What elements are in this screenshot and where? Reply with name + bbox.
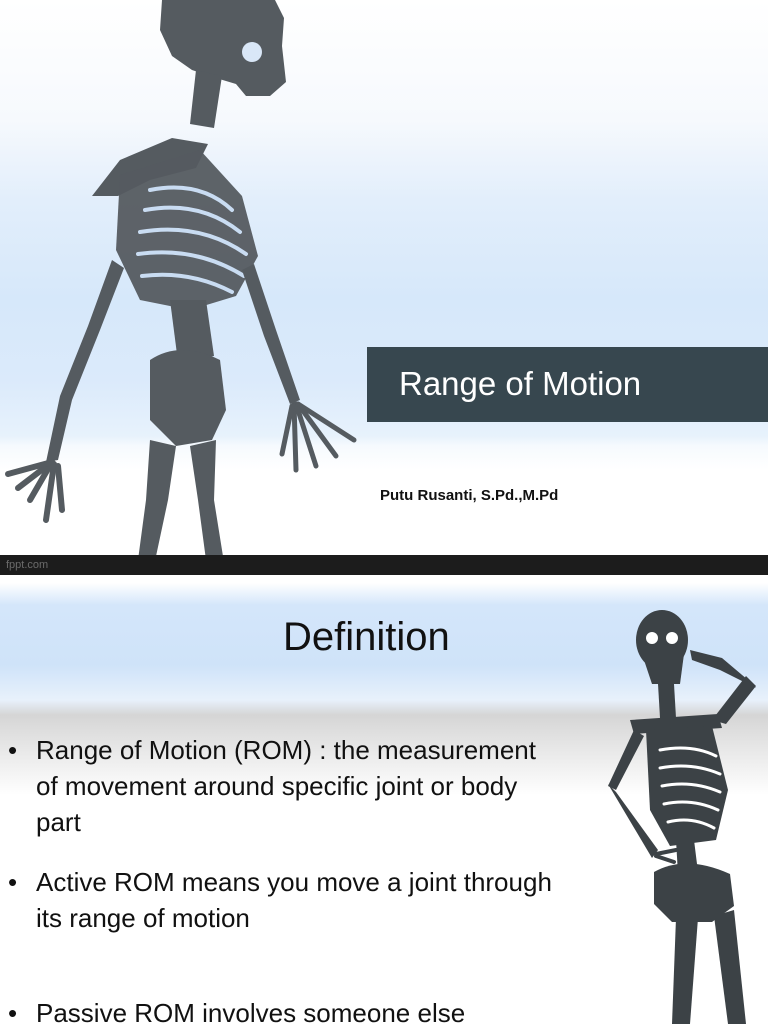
bullet-text: Active ROM means you move a joint throug… xyxy=(36,867,552,933)
footer-bar: fppt.com xyxy=(0,555,768,575)
footer-watermark: fppt.com xyxy=(6,559,49,571)
author-name: Putu Rusanti, S.Pd.,M.Pd xyxy=(380,487,559,504)
title-band: Range of Motion xyxy=(367,347,768,422)
title-slide: Range of Motion Putu Rusanti, S.Pd.,M.Pd… xyxy=(0,0,768,575)
bullet-icon: • xyxy=(8,998,18,1024)
bullet-icon: • xyxy=(8,735,18,765)
bullet-text: Range of Motion (ROM) : the measurement … xyxy=(36,735,536,837)
slide-title: Range of Motion xyxy=(399,365,642,402)
skeleton-illustration-thinking xyxy=(608,610,756,1024)
slide-title: Definition xyxy=(283,615,450,659)
bullet-icon: • xyxy=(8,867,18,897)
definition-slide: Definition • Range of Motion (ROM) : the… xyxy=(0,575,768,1024)
skeleton-illustration xyxy=(5,0,357,575)
bullet-text: Passive ROM involves someone else xyxy=(36,998,466,1024)
